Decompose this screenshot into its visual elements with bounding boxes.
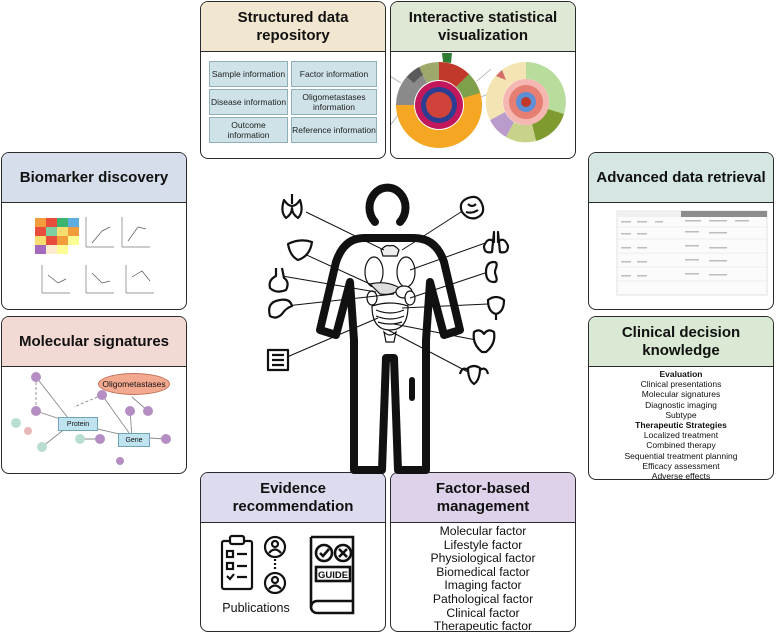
repo-cell-outcome: Outcome information — [209, 117, 288, 143]
clinical-title: Clinical decision knowledge — [589, 317, 773, 367]
guide-label: GUIDE — [318, 570, 348, 581]
gene-node-label: Gene — [125, 436, 143, 444]
molecular-title: Molecular signatures — [2, 317, 186, 367]
biomarker-title: Biomarker discovery — [2, 153, 186, 203]
repo-cell-factor: Factor information — [291, 61, 377, 87]
publications-label: Publications — [222, 601, 290, 615]
factor-item: Therapeutic factor — [433, 619, 533, 632]
therapeutic-item: Adverse effects — [651, 471, 711, 480]
oligometastases-node-label: Oligometastases — [102, 379, 166, 389]
therapeutic-item: Efficacy assessment — [642, 460, 720, 471]
repository-title: Structured data repository — [201, 2, 385, 52]
liver-icon — [286, 239, 314, 262]
evaluation-item: Clinical presentations — [640, 379, 722, 390]
uterus-icon — [458, 364, 490, 386]
kidney-icon — [484, 260, 498, 284]
factor-item: Biomedical factor — [436, 564, 530, 579]
gene-node: Gene — [118, 433, 150, 447]
evidence-recommendation-panel: Evidence recommendation Publications GUI… — [200, 472, 386, 632]
thyroid-icon — [281, 194, 303, 220]
evaluation-heading: Evaluation — [659, 369, 703, 379]
publications-icon — [220, 534, 287, 595]
factor-based-management-panel: Factor-based management Molecular factor… — [390, 472, 576, 632]
evaluation-item: Diagnostic imaging — [645, 399, 717, 410]
factor-title: Factor-based management — [391, 473, 575, 523]
clinical-knowledge-list: Evaluation Clinical presentations Molecu… — [589, 369, 773, 479]
factor-item: Lifestyle factor — [443, 537, 523, 552]
therapeutic-item: Sequential treatment planning — [624, 450, 738, 461]
factor-item: Clinical factor — [446, 605, 520, 620]
pancreas-icon — [268, 298, 294, 319]
factor-item: Pathological factor — [432, 591, 534, 606]
oligometastases-node: Oligometastases — [98, 373, 170, 395]
brain-icon — [459, 195, 485, 220]
sunburst-charts-image — [391, 53, 566, 148]
factor-item: Imaging factor — [444, 578, 522, 593]
therapeutic-heading: Therapeutic Strategies — [635, 420, 727, 431]
factor-item: Molecular factor — [439, 524, 527, 538]
retrieval-table-image — [616, 210, 768, 296]
biomarker-discovery-panel: Biomarker discovery — [1, 152, 187, 310]
evaluation-item: Molecular signatures — [641, 389, 721, 400]
repo-cell-sample: Sample information — [209, 61, 288, 87]
evaluation-item: Subtype — [665, 409, 697, 420]
clinical-decision-knowledge-panel: Clinical decision knowledge Evaluation C… — [588, 316, 774, 480]
statistical-visualization-panel: Interactive statistical visualization — [390, 1, 576, 159]
human-body-illustration — [266, 183, 510, 474]
human-body-icon — [316, 183, 464, 474]
repo-cell-disease: Disease information — [209, 89, 288, 115]
stomach-icon — [268, 267, 289, 293]
lung-icon — [482, 230, 510, 254]
intestine-icon — [266, 348, 290, 372]
repo-cell-reference: Reference information — [291, 117, 377, 143]
advanced-data-retrieval-panel: Advanced data retrieval — [588, 152, 774, 310]
visualization-title: Interactive statistical visualization — [391, 2, 575, 52]
evidence-title: Evidence recommendation — [201, 473, 385, 523]
guide-book-icon: GUIDE — [309, 535, 355, 615]
repo-cell-oligometastases: Oligometastases information — [291, 89, 377, 115]
structured-data-repository-panel: Structured data repository Sample inform… — [200, 1, 386, 159]
retrieval-title: Advanced data retrieval — [589, 153, 773, 203]
therapeutic-item: Combined therapy — [646, 440, 716, 451]
molecular-signatures-panel: Molecular signatures Oligometastases Pro… — [1, 316, 187, 474]
protein-node: Protein — [58, 417, 98, 431]
factor-list: Molecular factor Lifestyle factor Physio… — [391, 524, 575, 632]
protein-node-label: Protein — [66, 420, 90, 428]
bladder-icon — [486, 295, 506, 320]
molecular-network-image — [11, 372, 171, 465]
repository-grid: Sample information Factor information Di… — [201, 52, 385, 158]
therapeutic-item: Localized treatment — [643, 430, 719, 441]
factor-item: Physiological factor — [430, 551, 536, 566]
biomarker-plots-image — [35, 217, 154, 294]
prostate-icon — [472, 329, 496, 354]
